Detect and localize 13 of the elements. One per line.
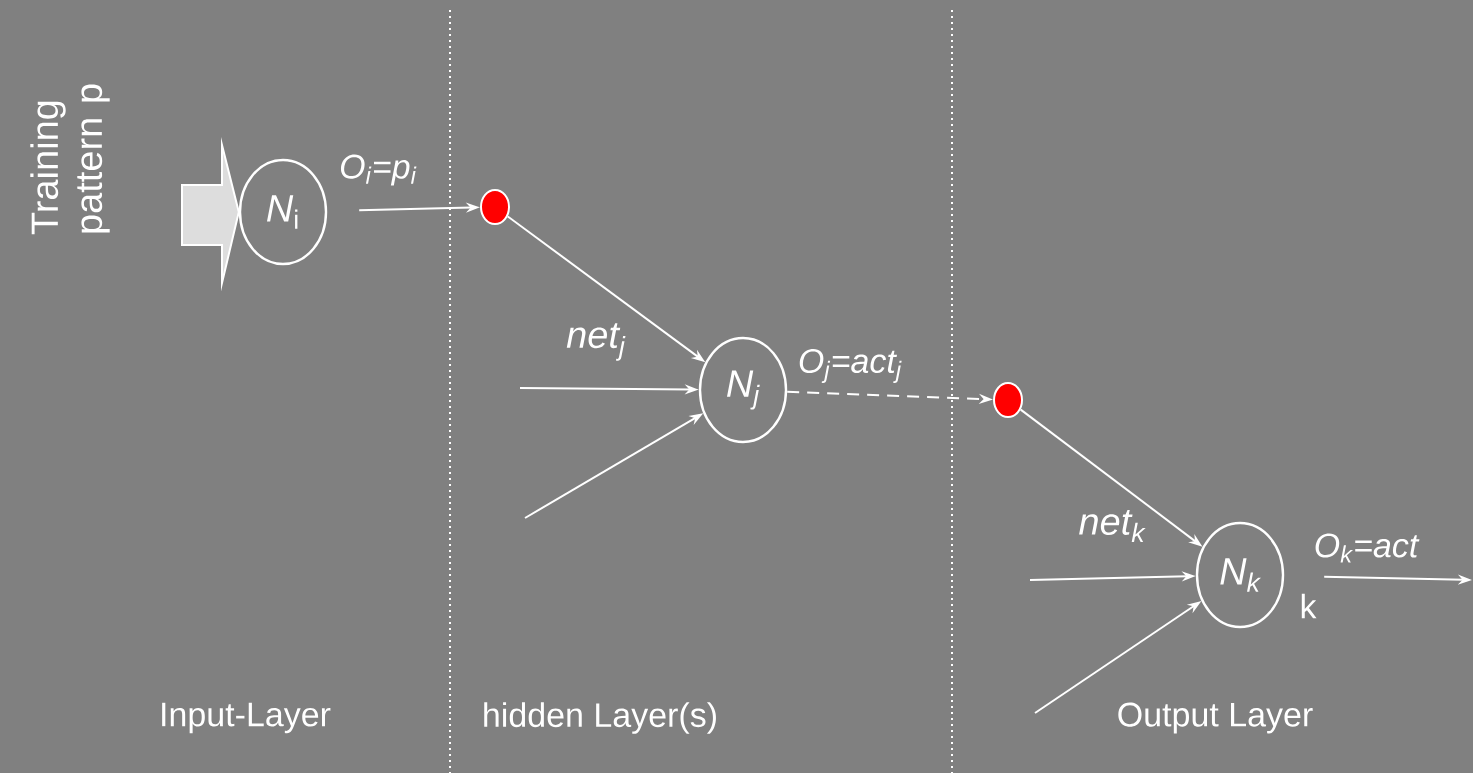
edge-label: O$_{k}$=act xyxy=(1315,533,1420,563)
edge-label: O$_{i}$=p$_{i}$ xyxy=(340,154,417,186)
junction-dot xyxy=(993,382,1023,418)
junction-dot xyxy=(480,189,510,225)
layer-label: hidden Layer(s) xyxy=(484,702,716,734)
input-label: net$_{j}$ xyxy=(566,323,626,361)
layer-label: Output Layer xyxy=(1118,702,1313,734)
axis-title: Training pattern p xyxy=(30,84,110,235)
subscript-label: k xyxy=(1301,593,1317,619)
input-label: net$_{k}$ xyxy=(1079,510,1146,542)
block-arrow xyxy=(181,136,240,292)
edge-label: O$_{j}$=act$_{j}$ xyxy=(799,349,902,384)
layer-label: Input-Layer xyxy=(162,702,331,734)
